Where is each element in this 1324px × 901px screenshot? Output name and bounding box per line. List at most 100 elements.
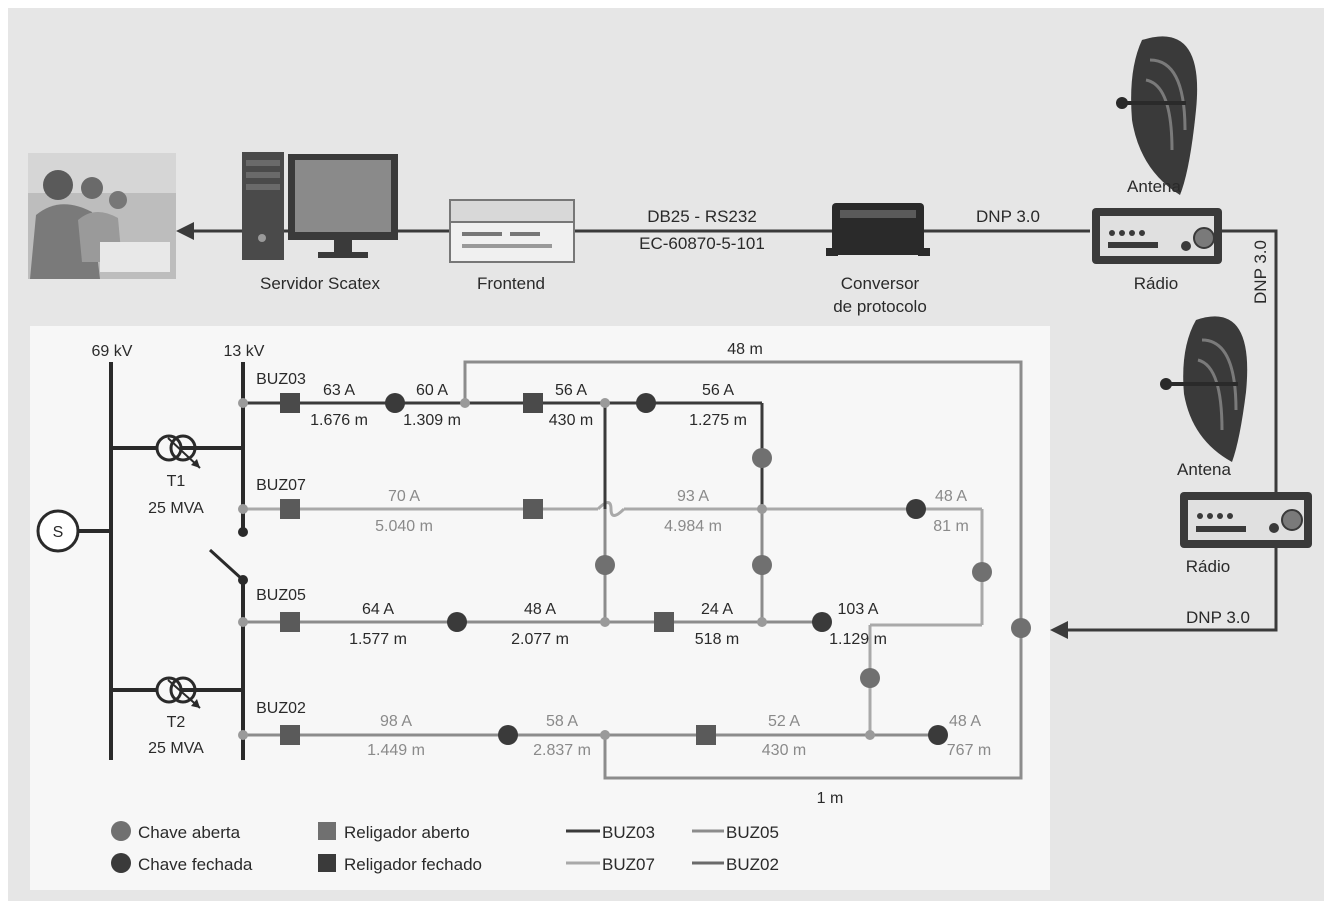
religador-fechado-buz05-a xyxy=(280,612,300,632)
seg-current: 98 A xyxy=(380,713,412,730)
legend-chave-fechada: Chave fechada xyxy=(138,855,253,874)
frontend-device xyxy=(449,199,575,263)
chave-fechada-4 xyxy=(447,612,467,632)
conversor-label-2: de protocolo xyxy=(833,297,927,316)
arrow-to-operators-icon xyxy=(176,222,194,240)
seg-current: 60 A xyxy=(416,382,448,399)
bus-tie-switch xyxy=(208,548,245,582)
chave-aberta-3 xyxy=(752,555,772,575)
seg-length: 1.129 m xyxy=(829,631,887,648)
frontend-label: Frontend xyxy=(477,274,545,293)
transformer-t1-icon xyxy=(155,434,201,469)
chave-fechada-3 xyxy=(906,499,926,519)
seg-current: 52 A xyxy=(768,713,800,730)
t2-name: T2 xyxy=(167,714,186,731)
chave-aberta-6 xyxy=(860,668,880,688)
kv69-label: 69 kV xyxy=(92,343,133,360)
conversor-label-1: Conversor xyxy=(841,274,920,293)
legend-buz05: BUZ05 xyxy=(726,823,779,842)
seg-current: 48 A xyxy=(524,601,556,618)
seg-length: 2.077 m xyxy=(511,631,569,648)
servidor-label: Servidor Scatex xyxy=(260,274,380,293)
dnp-label-bottom: DNP 3.0 xyxy=(1186,608,1250,627)
radio-label-top: Rádio xyxy=(1134,274,1178,293)
seg-current: 56 A xyxy=(555,382,587,399)
legend-buz07: BUZ07 xyxy=(602,855,655,874)
comm-line-right xyxy=(1060,229,1278,632)
radio-label-right: Rádio xyxy=(1186,557,1230,576)
junction-nodes xyxy=(238,398,875,740)
seg-length: 2.837 m xyxy=(533,742,591,759)
link-label-db25: DB25 - RS232 xyxy=(647,207,757,226)
seg-length: 430 m xyxy=(762,742,806,759)
chave-aberta-5 xyxy=(1011,618,1031,638)
feeder-line-buz02 xyxy=(243,360,1023,780)
dnp-label-top: DNP 3.0 xyxy=(976,207,1040,226)
legend-religador-aberto: Religador aberto xyxy=(344,823,470,842)
legend: Chave aberta Chave fechada Religador abe… xyxy=(111,821,779,874)
feeder-label-buz03: BUZ03 xyxy=(256,371,306,388)
legend-buz02: BUZ02 xyxy=(726,855,779,874)
top-loop-length: 48 m xyxy=(727,341,763,358)
religador-fechado-buz02-a xyxy=(280,725,300,745)
t1-name: T1 xyxy=(167,473,186,490)
seg-current: 93 A xyxy=(677,488,709,505)
chave-fechada-6 xyxy=(498,725,518,745)
tie-node-upper xyxy=(238,527,248,537)
seg-length: 5.040 m xyxy=(375,518,433,535)
seg-current: 48 A xyxy=(949,713,981,730)
source-icon xyxy=(36,509,80,553)
legend-religador-aberto-icon xyxy=(318,822,336,840)
seg-current: 56 A xyxy=(702,382,734,399)
feeder-label-buz02: BUZ02 xyxy=(256,700,306,717)
link-label-iec: EC-60870-5-101 xyxy=(639,234,765,253)
religador-fechado-buz07-a xyxy=(280,499,300,519)
seg-length: 430 m xyxy=(549,412,593,429)
network-panel xyxy=(30,326,1050,890)
seg-current: 58 A xyxy=(546,713,578,730)
transformer-t2-icon xyxy=(155,676,201,709)
seg-length: 767 m xyxy=(947,742,991,759)
seg-length: 518 m xyxy=(695,631,739,648)
radio-top-icon xyxy=(1092,208,1222,264)
seg-length: 1.577 m xyxy=(349,631,407,648)
seg-length: 1.309 m xyxy=(403,412,461,429)
seg-current: 48 A xyxy=(935,488,967,505)
legend-religador-fechado-icon xyxy=(318,854,336,872)
legend-chave-aberta: Chave aberta xyxy=(138,823,241,842)
t1-rating: 25 MVA xyxy=(148,500,204,517)
seg-length: 4.984 m xyxy=(664,518,722,535)
antenna-right-icon xyxy=(1160,316,1248,462)
seg-current: 103 A xyxy=(838,601,879,618)
radio-right-icon xyxy=(1180,492,1312,548)
legend-buz03: BUZ03 xyxy=(602,823,655,842)
religador-fechado-buz07-b xyxy=(523,499,543,519)
seg-current: 70 A xyxy=(388,488,420,505)
chave-fechada-7 xyxy=(928,725,948,745)
feeder-label-buz05: BUZ05 xyxy=(256,587,306,604)
chave-fechada-2 xyxy=(636,393,656,413)
seg-current: 64 A xyxy=(362,601,394,618)
chave-fechada-1 xyxy=(385,393,405,413)
religador-fechado-buz03-a xyxy=(280,393,300,413)
dnp-label-vertical: DNP 3.0 xyxy=(1251,240,1270,304)
operators-photo xyxy=(28,153,176,279)
religador-fechado-buz05-b xyxy=(654,612,674,632)
legend-religador-fechado: Religador fechado xyxy=(344,855,482,874)
antena-label-right: Antena xyxy=(1177,460,1231,479)
protocol-converter xyxy=(826,203,930,256)
seg-current: 63 A xyxy=(323,382,355,399)
seg-length: 1.275 m xyxy=(689,412,747,429)
chave-aberta-4 xyxy=(972,562,992,582)
antena-label-top: Antena xyxy=(1127,177,1181,196)
server-computer xyxy=(242,152,398,260)
tie-node-lower xyxy=(238,575,248,585)
seg-length: 81 m xyxy=(933,518,969,535)
feeder-label-buz07: BUZ07 xyxy=(256,477,306,494)
segment-labels: 63 A 1.676 m 60 A 1.309 m 56 A 430 m 56 … xyxy=(310,341,991,807)
seg-current: 24 A xyxy=(701,601,733,618)
t2-rating: 25 MVA xyxy=(148,740,204,757)
religador-fechado-buz03-b xyxy=(523,393,543,413)
